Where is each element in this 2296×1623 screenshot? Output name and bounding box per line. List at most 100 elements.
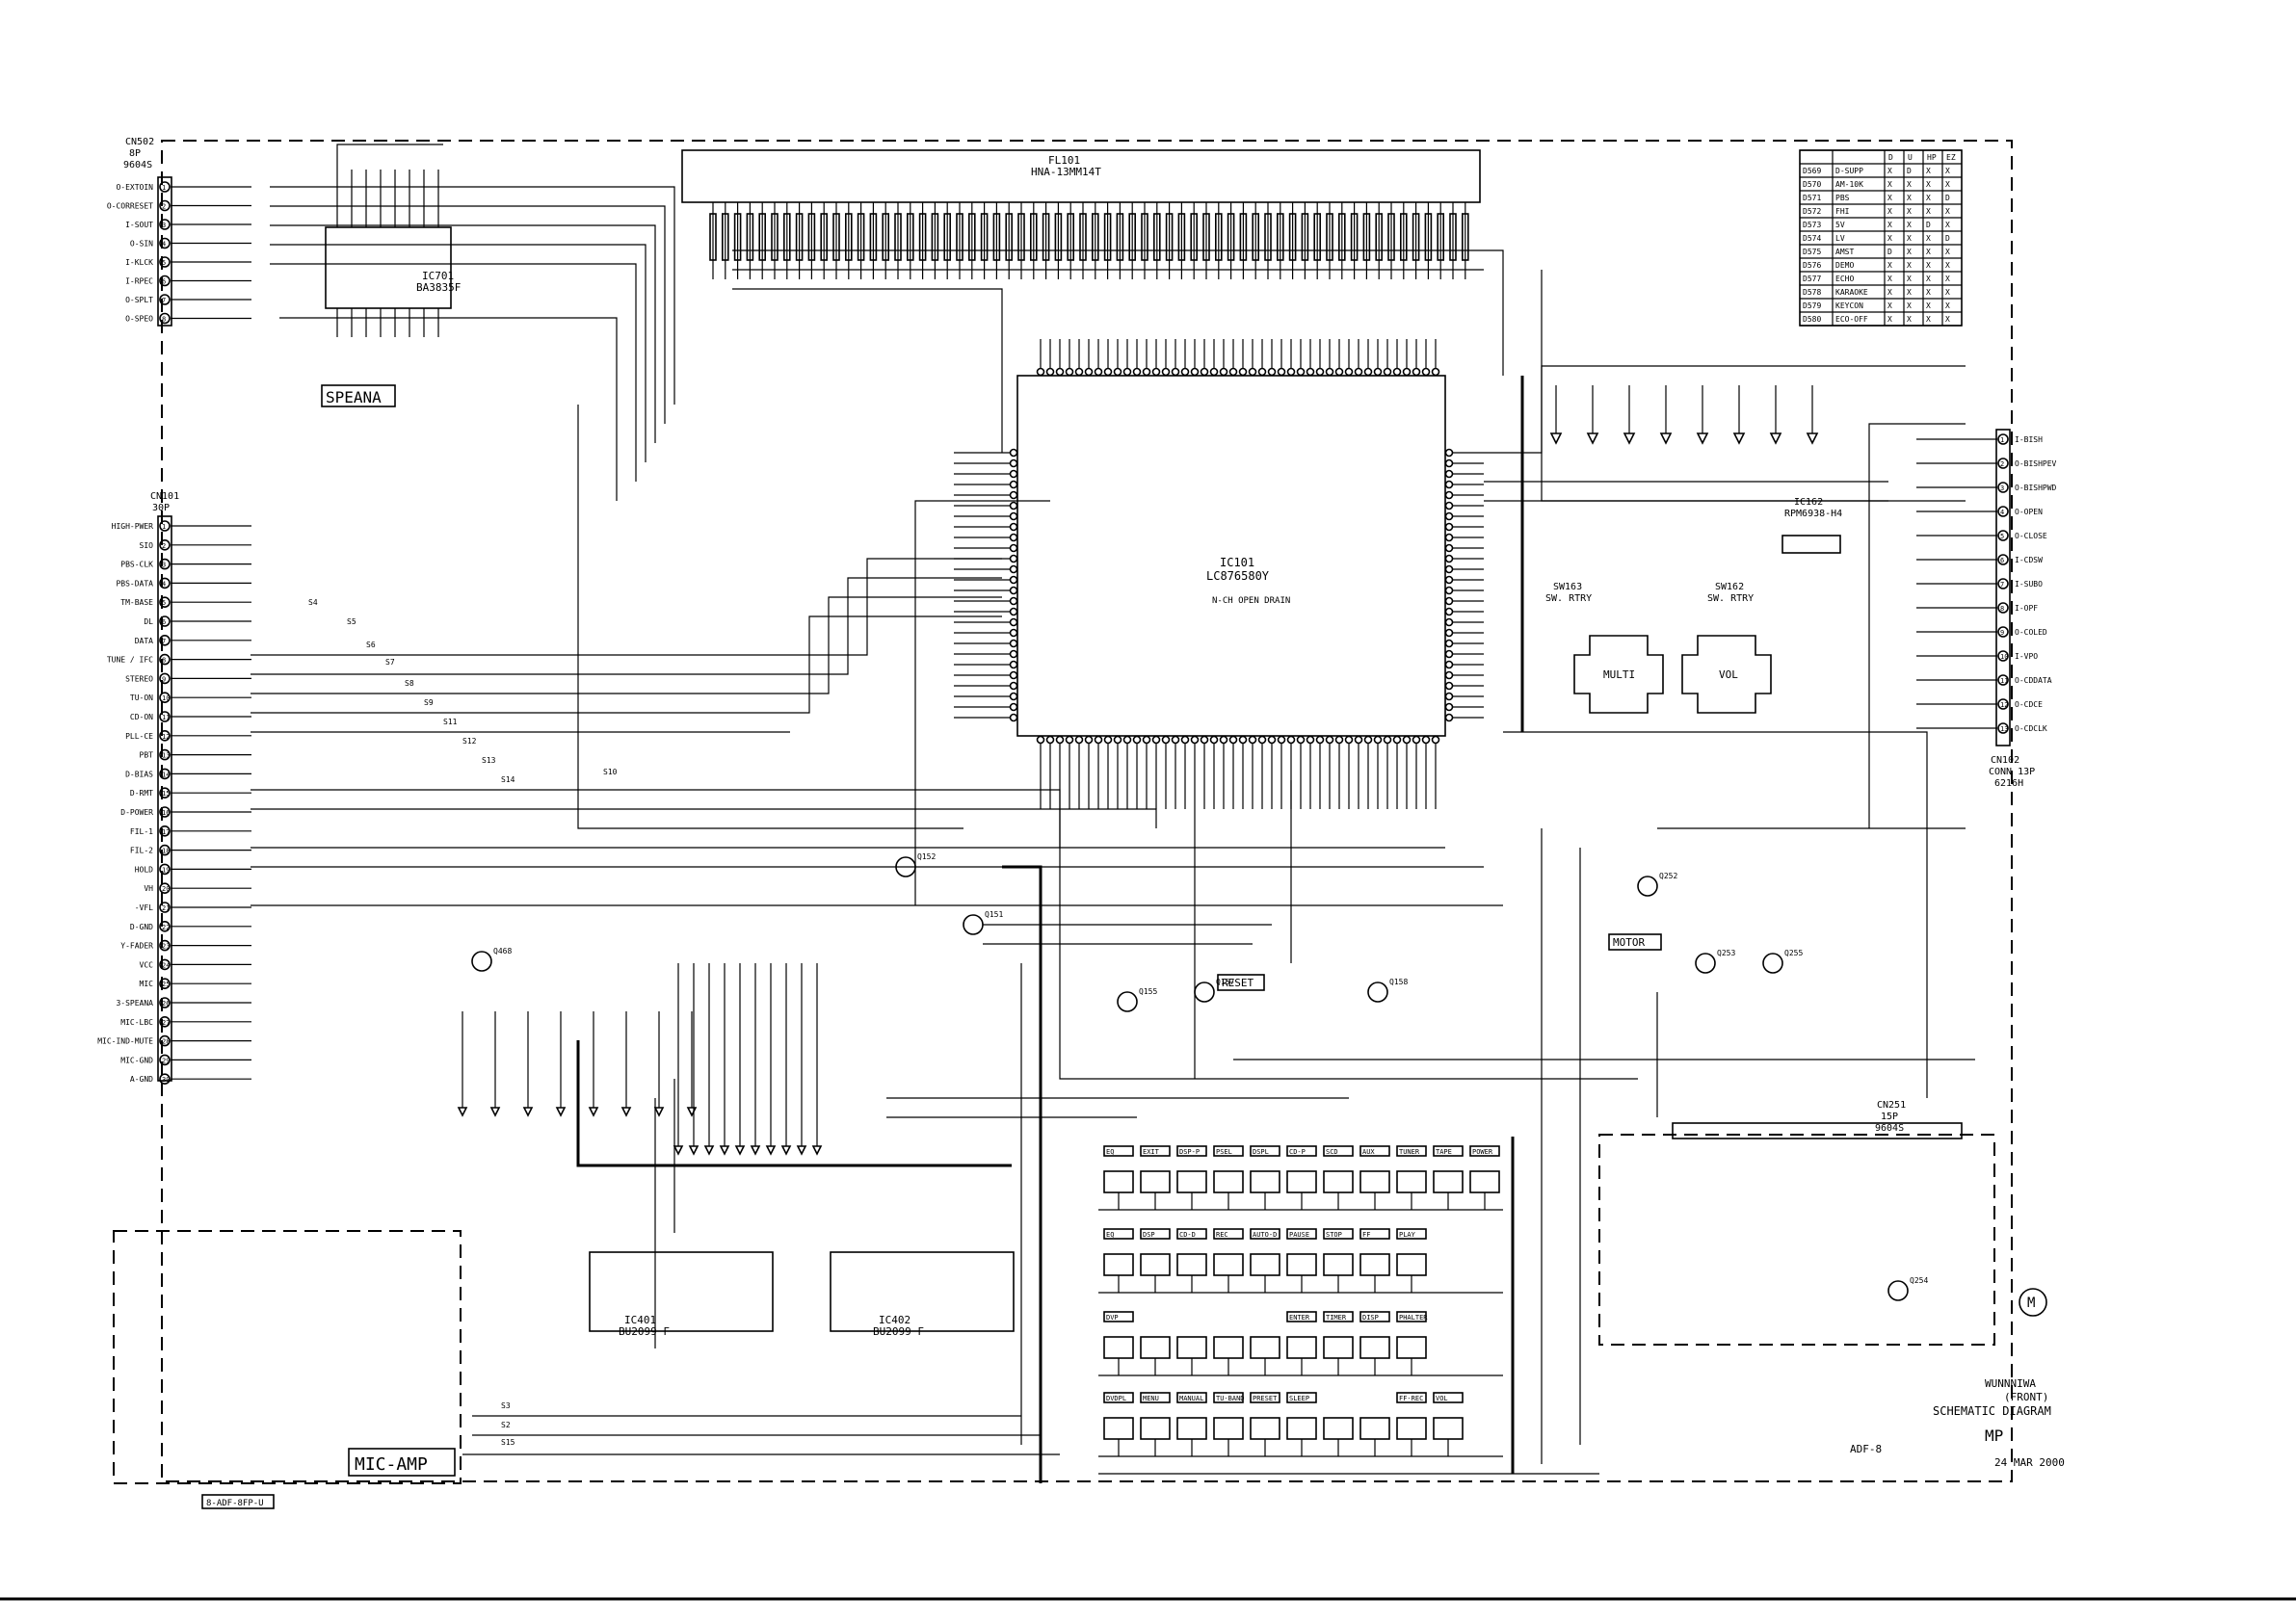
ic101-mcu: IC101 LC876580Y N-CH OPEN DRAIN: [954, 339, 1484, 809]
svg-text:29: 29: [162, 1057, 170, 1064]
pin: [159, 692, 171, 704]
svg-text:13: 13: [2000, 725, 2008, 733]
ic401-ref: IC401: [624, 1314, 656, 1326]
pin-signal-label: CD-ON: [130, 713, 153, 721]
option-cell: KEYCON: [1835, 301, 1863, 310]
pin: [159, 312, 171, 325]
option-cell: X: [1887, 194, 1892, 202]
cn101-name: CN101: [150, 491, 179, 502]
pin-signal-label: D-GND: [130, 923, 153, 931]
option-cell: X: [1945, 288, 1950, 297]
pin: [159, 806, 171, 818]
sw162-label: VOL: [1719, 668, 1738, 681]
option-cell: D: [1926, 221, 1931, 229]
option-cell: X: [1907, 275, 1912, 283]
pin-signal-label: O-SPEO: [125, 315, 153, 324]
svg-text:6: 6: [2000, 557, 2004, 564]
title-note: (FRONT): [2004, 1391, 2049, 1403]
svg-text:6: 6: [162, 278, 166, 286]
motor-board-outline: [1598, 1134, 1995, 1346]
svg-text:21: 21: [162, 904, 170, 912]
pin: [1997, 626, 2009, 638]
cn502-connector: CN502 8P 9604S 1O-EXTOIN2O-CORRESET3I-SO…: [107, 137, 251, 327]
pin: [159, 787, 171, 799]
signal-tag: S15: [501, 1438, 515, 1447]
transistor-ref: Q157: [1216, 978, 1234, 986]
pin-signal-label: FIL-2: [130, 847, 153, 855]
key-label: AUTO-D: [1253, 1231, 1277, 1239]
signal-tag: S4: [308, 598, 318, 607]
key-label: DSP-P: [1179, 1148, 1200, 1156]
fl101-display: FL101 HNA-13MM14T: [681, 149, 1481, 279]
cn251-part: 9604S: [1875, 1123, 1904, 1134]
pin: [159, 825, 171, 837]
option-cell: D578: [1803, 288, 1821, 297]
svg-text:14: 14: [162, 771, 170, 778]
pin-signal-label: O-SIN: [130, 240, 153, 249]
svg-text:1: 1: [2000, 436, 2004, 444]
option-cell: X: [1887, 315, 1892, 324]
pin: [159, 768, 171, 780]
pin: [1997, 458, 2009, 469]
pin-signal-label: O-BISHPEV: [2015, 459, 2057, 468]
pin: [1997, 482, 2009, 493]
ic162-part: RPM6938-H4: [1784, 509, 1842, 519]
option-cell: X: [1926, 275, 1931, 283]
pin: [159, 672, 171, 685]
pin: [1997, 674, 2009, 686]
pin: [1997, 530, 2009, 541]
pin-signal-label: I-KLCK: [125, 258, 153, 267]
option-cell: D573: [1803, 221, 1821, 229]
pin: [159, 978, 171, 990]
pin: [159, 1034, 171, 1047]
pin: [159, 577, 171, 589]
pin-signal-label: A-GND: [130, 1075, 153, 1084]
option-cell: X: [1907, 234, 1912, 243]
option-cell: D569: [1803, 167, 1821, 175]
pin-signal-label: I-OPF: [2015, 604, 2038, 613]
svg-text:20: 20: [162, 885, 170, 893]
svg-text:5: 5: [162, 259, 166, 267]
pin-signal-label: PBT: [140, 751, 154, 760]
pin-signal-label: I-RPEC: [125, 277, 153, 286]
key-label: EQ: [1106, 1148, 1114, 1156]
option-cell: PBS: [1835, 194, 1850, 202]
sw163-label: MULTI: [1603, 668, 1635, 681]
title-model: MP: [1985, 1427, 2004, 1445]
svg-text:8: 8: [2000, 605, 2004, 613]
key-label: TAPE: [1436, 1148, 1452, 1156]
ic402-part: BU2099 F: [873, 1325, 924, 1338]
pin: [159, 1016, 171, 1028]
option-cell: D576: [1803, 261, 1821, 270]
option-cell: X: [1887, 288, 1892, 297]
svg-text:4: 4: [2000, 509, 2004, 516]
transistor-ref: Q253: [1717, 949, 1735, 957]
pin-signal-label: O-CORRESET: [107, 202, 153, 211]
svg-text:6: 6: [162, 618, 166, 626]
key-label: VOL: [1436, 1395, 1448, 1402]
transistor-ref: Q252: [1659, 872, 1677, 880]
signal-tag: S7: [385, 658, 395, 667]
option-cell: FHI: [1835, 207, 1850, 216]
option-cell: X: [1887, 234, 1892, 243]
pin: [159, 294, 171, 305]
pin: [159, 596, 171, 609]
svg-text:10: 10: [162, 694, 170, 702]
option-cell: X: [1887, 221, 1892, 229]
pin-signal-label: O-CDCE: [2015, 700, 2043, 709]
pin-signal-label: I-BISH: [2015, 435, 2043, 444]
svg-text:16: 16: [162, 809, 170, 817]
svg-text:9: 9: [2000, 629, 2004, 637]
option-cell: KARAOKE: [1835, 288, 1868, 297]
key-label: PLAY: [1399, 1231, 1416, 1239]
option-cell: X: [1907, 301, 1912, 310]
option-cell: X: [1945, 315, 1950, 324]
led-array: [457, 385, 1819, 1156]
option-cell: D575: [1803, 248, 1821, 256]
transistor-ref: Q254: [1910, 1276, 1928, 1285]
transistor-ref: Q152: [917, 852, 936, 861]
option-cell: X: [1926, 248, 1931, 256]
